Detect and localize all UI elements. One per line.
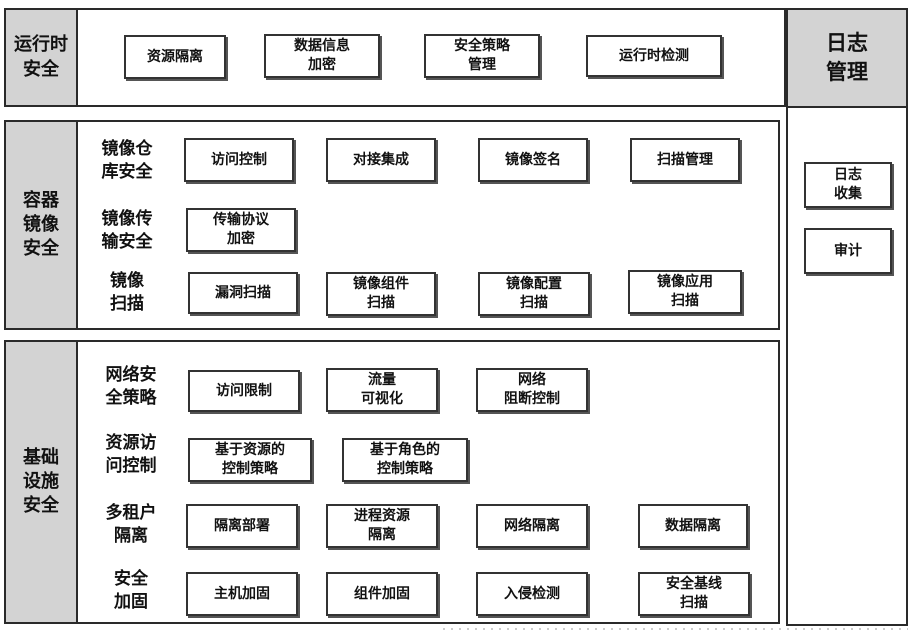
image-signing-box: 镜像签名 <box>478 138 588 182</box>
isolated-deployment-box: 隔离部署 <box>186 504 298 548</box>
intrusion-detection-box: 入侵检测 <box>476 572 588 616</box>
transport-protocol-encryption-box: 传输协议 加密 <box>186 208 296 252</box>
security-hardening-label: 安全 加固 <box>114 569 148 612</box>
audit-box: 审计 <box>804 228 892 274</box>
network-block-control-box: 网络 阻断控制 <box>476 368 588 412</box>
runtime-security-section: 运行时 安全 资源隔离 数据信息 加密 安全策略 管理 运行时检测 <box>4 8 786 107</box>
host-hardening-box: 主机加固 <box>186 572 298 616</box>
image-transport-security-label: 镜像传 输安全 <box>101 209 153 252</box>
access-restriction-box: 访问限制 <box>188 370 300 412</box>
infrastructure-security-label: 基础 设施 安全 <box>6 342 78 622</box>
container-image-security-section: 容器 镜像 安全 镜像仓 库安全 访问控制 对接集成 镜像签名 扫描管理 镜像传… <box>4 120 780 330</box>
bottom-dotted-line <box>440 627 908 631</box>
network-isolation-box: 网络隔离 <box>476 504 588 548</box>
integration-box: 对接集成 <box>326 138 436 182</box>
container-image-security-label: 容器 镜像 安全 <box>6 122 78 328</box>
image-scanning-label: 镜像 扫描 <box>110 271 144 314</box>
image-app-scan-box: 镜像应用 扫描 <box>628 270 742 314</box>
image-config-scan-box: 镜像配置 扫描 <box>478 272 590 316</box>
infrastructure-security-section: 基础 设施 安全 网络安 全策略 访问限制 流量 可视化 网络 阻断控制 资源访… <box>4 340 780 624</box>
runtime-security-label: 运行时 安全 <box>6 10 78 105</box>
traffic-visualization-box: 流量 可视化 <box>326 368 438 412</box>
log-collection-box: 日志 收集 <box>804 162 892 208</box>
multi-tenant-isolation-label: 多租户 隔离 <box>105 503 157 546</box>
log-management-title: 日志 管理 <box>788 10 906 108</box>
image-component-scan-box: 镜像组件 扫描 <box>326 272 436 316</box>
image-registry-security-label: 镜像仓 库安全 <box>101 139 153 182</box>
data-encryption-box: 数据信息 加密 <box>264 34 380 78</box>
scan-management-box: 扫描管理 <box>630 138 740 182</box>
process-resource-isolation-box: 进程资源 隔离 <box>326 504 438 548</box>
access-control-box: 访问控制 <box>184 138 294 182</box>
role-based-policy-box: 基于角色的 控制策略 <box>342 438 468 482</box>
resource-isolation-box: 资源隔离 <box>124 35 226 79</box>
security-baseline-scan-box: 安全基线 扫描 <box>638 572 750 616</box>
network-security-policy-label: 网络安 全策略 <box>105 365 157 408</box>
data-isolation-box: 数据隔离 <box>638 504 748 548</box>
log-management-section: 日志 管理 日志 收集 审计 <box>786 8 908 626</box>
vulnerability-scan-box: 漏洞扫描 <box>188 272 298 314</box>
component-hardening-box: 组件加固 <box>326 572 438 616</box>
resource-access-control-label: 资源访 问控制 <box>105 433 157 476</box>
runtime-detection-box: 运行时检测 <box>586 35 722 77</box>
security-policy-management-box: 安全策略 管理 <box>424 34 540 78</box>
resource-based-policy-box: 基于资源的 控制策略 <box>188 438 312 482</box>
